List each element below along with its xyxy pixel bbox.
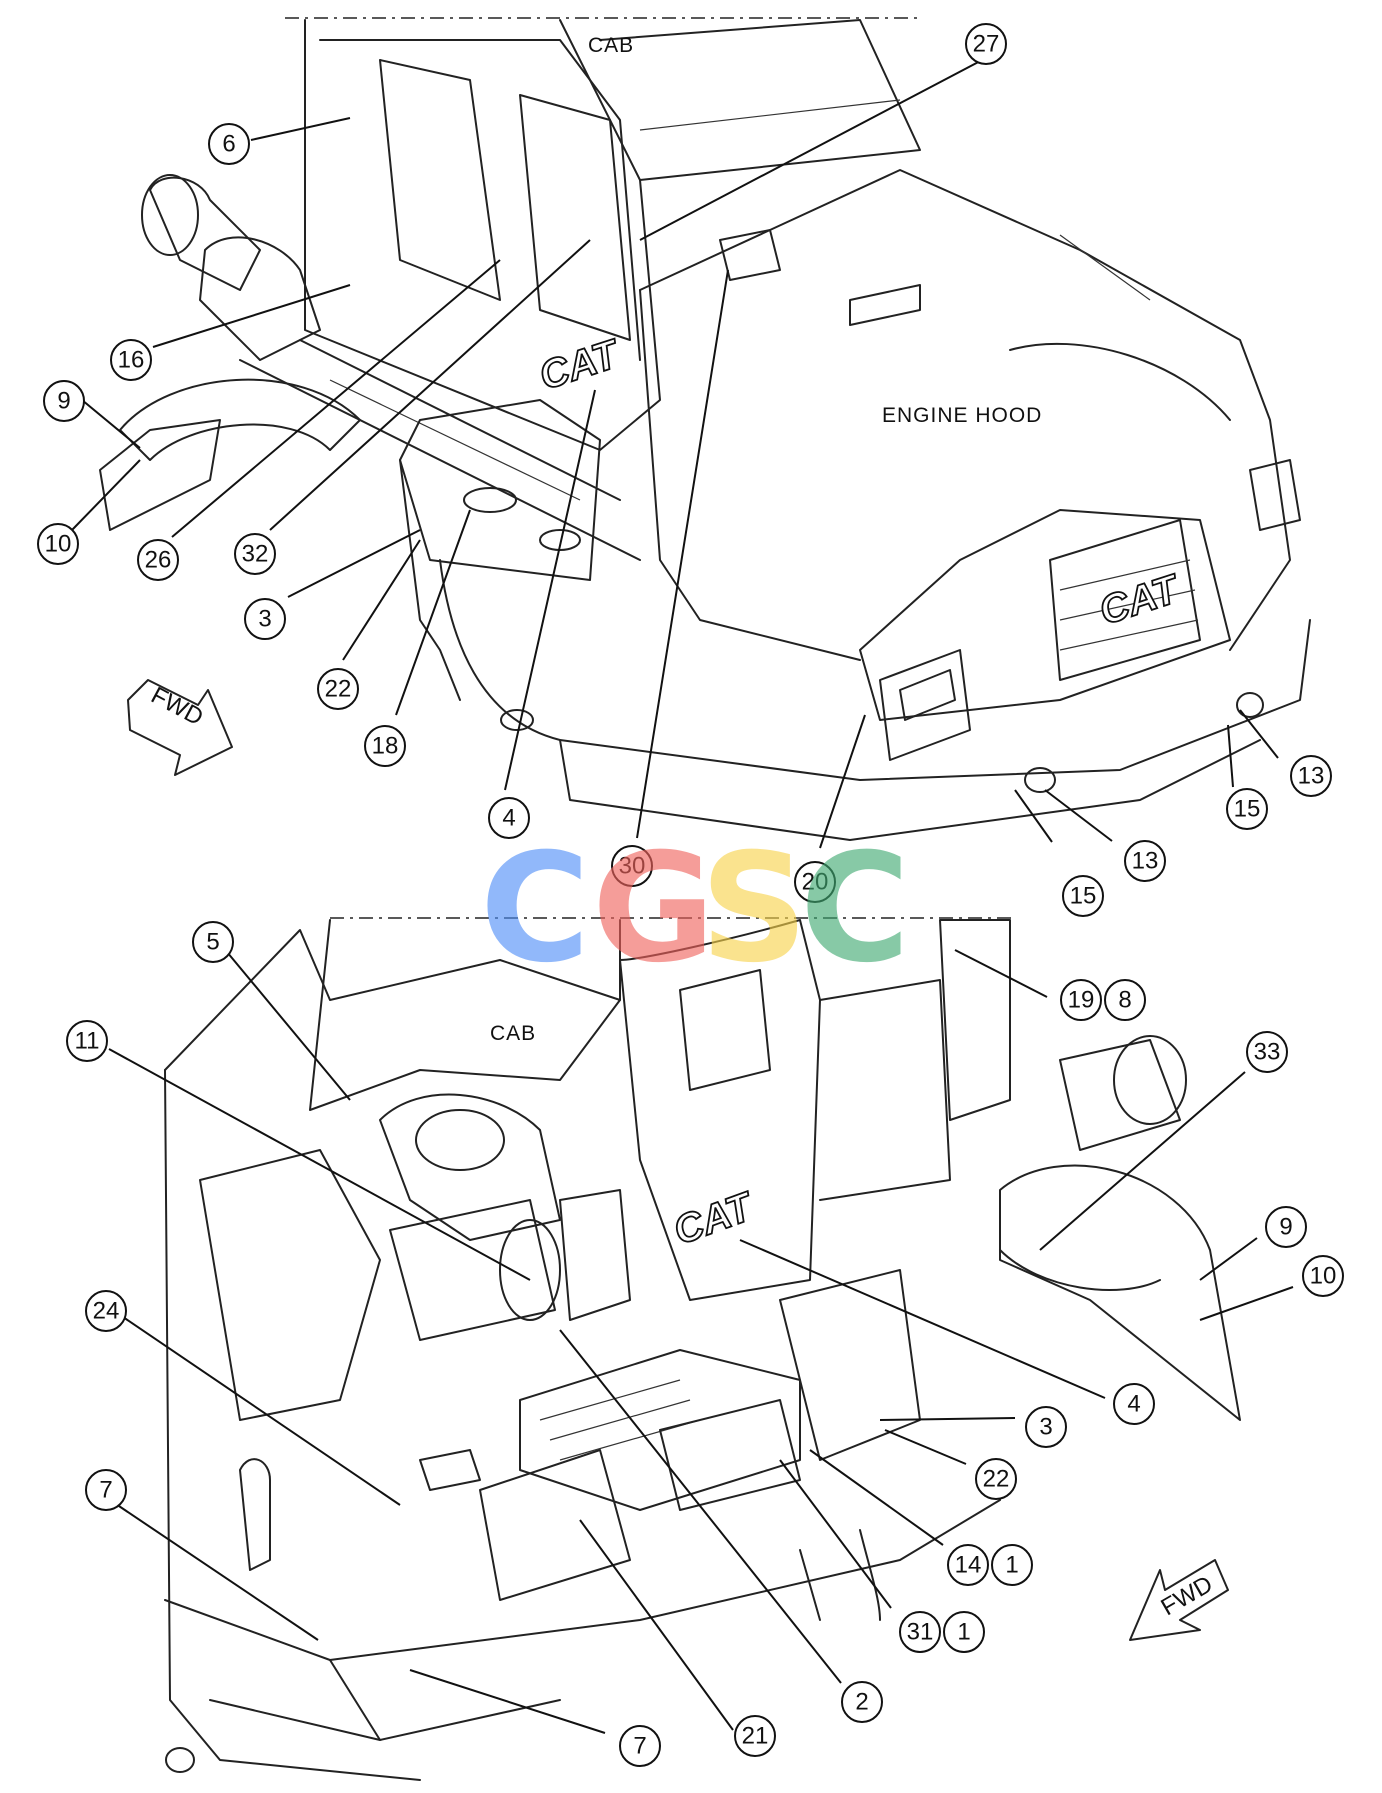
callout-22: 22 <box>317 668 359 710</box>
callout-7: 7 <box>85 1469 127 1511</box>
callout-1: 1 <box>991 1544 1033 1586</box>
brand-badge-hood: CAT <box>1094 566 1186 633</box>
callout-32: 32 <box>234 533 276 575</box>
svg-text:4: 4 <box>1127 1391 1140 1418</box>
callout-4: 4 <box>488 797 530 839</box>
callout-3: 3 <box>1025 1406 1067 1448</box>
svg-text:2: 2 <box>855 1689 868 1716</box>
fwd-label-top: FWD <box>147 682 208 731</box>
svg-text:27: 27 <box>973 31 1000 58</box>
leader-lines <box>71 57 1294 1734</box>
svg-text:30: 30 <box>619 853 646 880</box>
callout-20: 20 <box>794 861 836 903</box>
svg-text:19: 19 <box>1068 987 1095 1014</box>
top-machine-drawing <box>99 17 1311 841</box>
svg-text:21: 21 <box>742 1723 769 1750</box>
svg-text:13: 13 <box>1132 848 1159 875</box>
svg-text:18: 18 <box>372 733 399 760</box>
svg-text:9: 9 <box>57 388 70 415</box>
svg-text:3: 3 <box>1039 1414 1052 1441</box>
callout-8: 8 <box>1104 979 1146 1021</box>
callout-30: 30 <box>611 845 653 887</box>
callout-26: 26 <box>137 539 179 581</box>
svg-text:20: 20 <box>802 869 829 896</box>
svg-text:26: 26 <box>145 547 172 574</box>
callout-33: 33 <box>1246 1031 1288 1073</box>
svg-text:C: C <box>800 822 910 996</box>
watermark-logo: C G S C <box>480 822 910 996</box>
svg-text:11: 11 <box>75 1028 100 1055</box>
callout-19: 19 <box>1060 979 1102 1021</box>
svg-text:13: 13 <box>1298 763 1325 790</box>
callout-14: 14 <box>947 1544 989 1586</box>
svg-text:7: 7 <box>633 1733 646 1760</box>
callouts-top: 27 6 16 9 10 26 32 3 22 18 4 30 20 15 13… <box>37 23 1332 917</box>
svg-text:6: 6 <box>222 131 235 158</box>
callout-4: 4 <box>1113 1383 1155 1425</box>
cab-label-top: CAB <box>588 34 634 57</box>
callout-13: 13 <box>1124 840 1166 882</box>
svg-text:22: 22 <box>325 676 352 703</box>
cab-label-bottom: CAB <box>490 1022 536 1045</box>
brand-badge-cab-top: CAT <box>534 331 626 398</box>
svg-text:3: 3 <box>258 606 271 633</box>
svg-text:24: 24 <box>93 1298 120 1325</box>
callout-9: 9 <box>1265 1206 1307 1248</box>
svg-text:31: 31 <box>907 1619 934 1646</box>
svg-text:8: 8 <box>1118 987 1131 1014</box>
svg-text:C: C <box>480 822 590 996</box>
callout-10: 10 <box>1302 1255 1344 1297</box>
callout-27: 27 <box>965 23 1007 65</box>
svg-text:10: 10 <box>45 531 72 558</box>
svg-text:1: 1 <box>957 1619 970 1646</box>
svg-text:S: S <box>700 822 808 996</box>
callout-7: 7 <box>619 1725 661 1767</box>
fwd-arrow-bottom: FWD <box>1129 1559 1229 1641</box>
svg-text:7: 7 <box>99 1477 112 1504</box>
callout-5: 5 <box>192 921 234 963</box>
callout-2: 2 <box>841 1681 883 1723</box>
fwd-label-bottom: FWD <box>1157 1571 1218 1622</box>
callout-10: 10 <box>37 523 79 565</box>
svg-text:G: G <box>592 822 715 996</box>
svg-text:10: 10 <box>1310 1263 1337 1290</box>
callout-13: 13 <box>1290 755 1332 797</box>
callout-1: 1 <box>943 1611 985 1653</box>
svg-text:32: 32 <box>242 541 269 568</box>
engine-hood-label: ENGINE HOOD <box>882 404 1042 427</box>
callout-11: 11 <box>66 1020 108 1062</box>
callout-9: 9 <box>43 380 85 422</box>
svg-text:22: 22 <box>983 1466 1010 1493</box>
callout-21: 21 <box>734 1715 776 1757</box>
callout-6: 6 <box>208 123 250 165</box>
bottom-machine-drawing <box>164 917 1241 1781</box>
callouts-bottom: 5 11 19 8 33 9 10 4 3 22 24 14 1 31 1 7 … <box>66 921 1344 1767</box>
callout-31: 31 <box>899 1611 941 1653</box>
callout-16: 16 <box>110 339 152 381</box>
callout-18: 18 <box>364 725 406 767</box>
svg-text:33: 33 <box>1254 1039 1281 1066</box>
svg-text:1: 1 <box>1005 1552 1018 1579</box>
callout-3: 3 <box>244 598 286 640</box>
svg-text:9: 9 <box>1279 1214 1292 1241</box>
svg-text:15: 15 <box>1070 883 1097 910</box>
svg-text:14: 14 <box>955 1552 982 1579</box>
callout-24: 24 <box>85 1290 127 1332</box>
callout-15: 15 <box>1226 788 1268 830</box>
callout-22: 22 <box>975 1458 1017 1500</box>
svg-text:15: 15 <box>1234 796 1261 823</box>
svg-text:5: 5 <box>206 929 219 956</box>
svg-text:4: 4 <box>502 805 515 832</box>
svg-text:16: 16 <box>118 347 145 374</box>
callout-15: 15 <box>1062 875 1104 917</box>
fwd-arrow-top: FWD <box>127 679 233 776</box>
